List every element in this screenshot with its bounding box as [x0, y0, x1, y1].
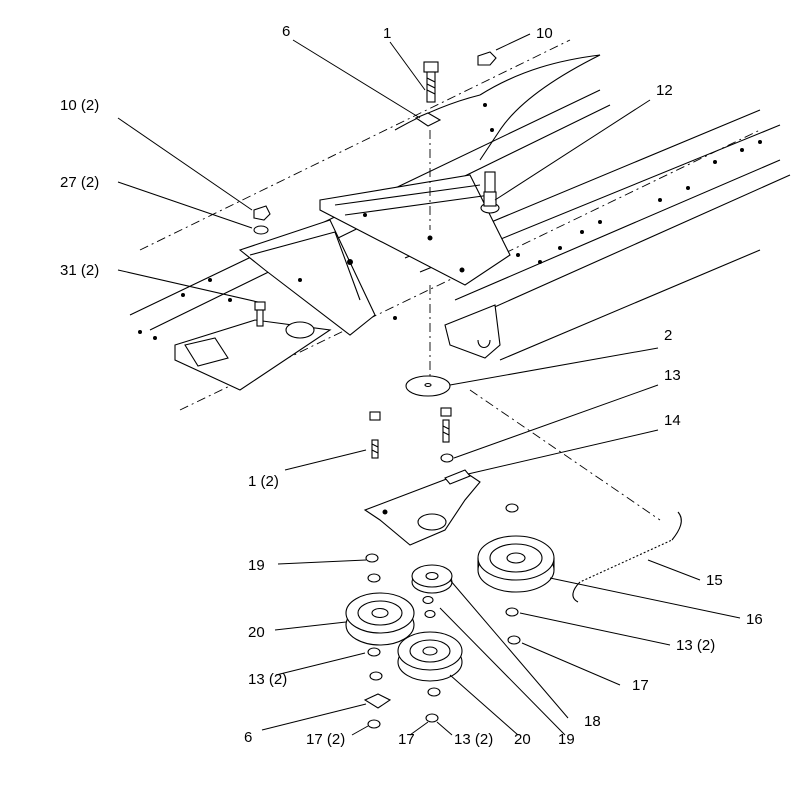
callout-10-2: 10 (2)	[60, 97, 99, 114]
callout-1-top: 1	[383, 25, 391, 42]
callout-10: 10	[536, 25, 553, 42]
callout-20-left: 20	[248, 624, 265, 641]
callout-17-right: 17	[632, 677, 649, 694]
leader-lines	[117, 33, 741, 736]
callout-18: 18	[584, 713, 601, 730]
callout-19-bottom: 19	[558, 731, 575, 748]
callout-13-2-left: 13 (2)	[248, 671, 287, 688]
callout-13-2-right: 13 (2)	[676, 637, 715, 654]
hardware	[253, 51, 521, 729]
callout-16: 16	[746, 611, 763, 628]
frame-assembly	[129, 39, 791, 411]
pulley-16	[477, 535, 555, 593]
callout-labels: 6 1 10 10 (2) 12 27 (2) 31 (2) 2 13 14 1…	[60, 23, 763, 748]
callout-17-bottom: 17	[398, 731, 415, 748]
callout-6-bottom: 6	[244, 729, 252, 746]
callout-17-2: 17 (2)	[306, 731, 345, 748]
callout-27-2: 27 (2)	[60, 174, 99, 191]
callout-12: 12	[656, 82, 673, 99]
callout-19-left: 19	[248, 557, 265, 574]
callout-13: 13	[664, 367, 681, 384]
pulley-20-left	[345, 592, 415, 646]
pulleys	[345, 535, 555, 682]
callout-13-2-bottom: 13 (2)	[454, 731, 493, 748]
callout-14: 14	[664, 412, 681, 429]
callout-6-top: 6	[282, 23, 290, 40]
spring-15	[572, 511, 682, 603]
callout-1-2: 1 (2)	[248, 473, 279, 490]
callout-15: 15	[706, 572, 723, 589]
pulley-20-center	[397, 631, 463, 682]
callout-20-bottom: 20	[514, 731, 531, 748]
callout-2: 2	[664, 327, 672, 344]
callout-31-2: 31 (2)	[60, 262, 99, 279]
pulley-18	[411, 564, 453, 594]
spring-axis	[469, 389, 661, 521]
